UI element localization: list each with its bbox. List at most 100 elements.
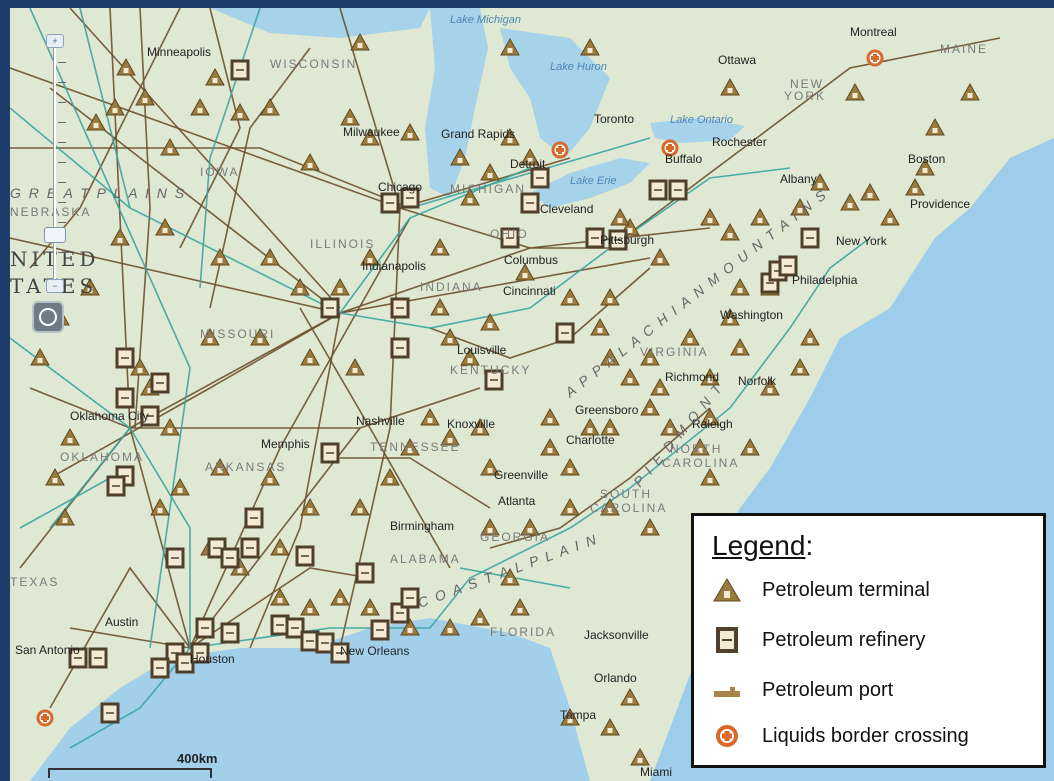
terminal-icon[interactable]: [880, 208, 900, 226]
full-extent-globe-icon[interactable]: [32, 301, 64, 333]
refinery-icon[interactable]: [380, 192, 400, 214]
terminal-icon[interactable]: [925, 118, 945, 136]
terminal-icon[interactable]: [580, 38, 600, 56]
zoom-slider[interactable]: + −: [32, 22, 84, 352]
border-crossing-icon[interactable]: [551, 141, 569, 159]
terminal-icon[interactable]: [230, 103, 250, 121]
terminal-icon[interactable]: [260, 248, 280, 266]
refinery-icon[interactable]: [355, 562, 375, 584]
terminal-icon[interactable]: [110, 228, 130, 246]
terminal-icon[interactable]: [350, 33, 370, 51]
terminal-icon[interactable]: [345, 358, 365, 376]
refinery-icon[interactable]: [370, 619, 390, 641]
refinery-icon[interactable]: [244, 507, 264, 529]
terminal-icon[interactable]: [700, 468, 720, 486]
refinery-icon[interactable]: [240, 537, 260, 559]
terminal-icon[interactable]: [845, 83, 865, 101]
refinery-icon[interactable]: [115, 347, 135, 369]
terminal-icon[interactable]: [350, 498, 370, 516]
border-crossing-icon[interactable]: [36, 709, 54, 727]
refinery-icon[interactable]: [668, 179, 688, 201]
terminal-icon[interactable]: [480, 313, 500, 331]
terminal-icon[interactable]: [300, 598, 320, 616]
terminal-icon[interactable]: [720, 78, 740, 96]
terminal-icon[interactable]: [430, 238, 450, 256]
refinery-icon[interactable]: [800, 227, 820, 249]
terminal-icon[interactable]: [680, 328, 700, 346]
terminal-icon[interactable]: [560, 458, 580, 476]
refinery-icon[interactable]: [320, 442, 340, 464]
zoom-out-button[interactable]: −: [46, 279, 64, 293]
refinery-icon[interactable]: [530, 167, 550, 189]
terminal-icon[interactable]: [750, 208, 770, 226]
terminal-icon[interactable]: [190, 98, 210, 116]
refinery-icon[interactable]: [100, 702, 120, 724]
terminal-icon[interactable]: [480, 163, 500, 181]
terminal-icon[interactable]: [860, 183, 880, 201]
terminal-icon[interactable]: [960, 83, 980, 101]
terminal-icon[interactable]: [600, 718, 620, 736]
terminal-icon[interactable]: [86, 113, 106, 131]
refinery-icon[interactable]: [220, 622, 240, 644]
terminal-icon[interactable]: [300, 153, 320, 171]
terminal-icon[interactable]: [650, 248, 670, 266]
refinery-icon[interactable]: [555, 322, 575, 344]
terminal-icon[interactable]: [340, 108, 360, 126]
refinery-icon[interactable]: [106, 475, 126, 497]
border-crossing-icon[interactable]: [866, 49, 884, 67]
terminal-icon[interactable]: [470, 608, 490, 626]
terminal-icon[interactable]: [510, 598, 530, 616]
terminal-icon[interactable]: [640, 398, 660, 416]
terminal-icon[interactable]: [155, 218, 175, 236]
terminal-icon[interactable]: [700, 208, 720, 226]
terminal-icon[interactable]: [720, 223, 740, 241]
zoom-track[interactable]: [53, 40, 56, 285]
refinery-icon[interactable]: [150, 372, 170, 394]
refinery-icon[interactable]: [165, 547, 185, 569]
terminal-icon[interactable]: [790, 358, 810, 376]
terminal-icon[interactable]: [740, 438, 760, 456]
terminal-icon[interactable]: [730, 338, 750, 356]
terminal-icon[interactable]: [430, 298, 450, 316]
terminal-icon[interactable]: [800, 328, 820, 346]
zoom-thumb[interactable]: [44, 227, 66, 243]
terminal-icon[interactable]: [560, 498, 580, 516]
terminal-icon[interactable]: [260, 98, 280, 116]
terminal-icon[interactable]: [630, 748, 650, 766]
terminal-icon[interactable]: [105, 98, 125, 116]
terminal-icon[interactable]: [160, 418, 180, 436]
terminal-icon[interactable]: [360, 598, 380, 616]
terminal-icon[interactable]: [300, 348, 320, 366]
terminal-icon[interactable]: [270, 538, 290, 556]
terminal-icon[interactable]: [150, 498, 170, 516]
terminal-icon[interactable]: [540, 438, 560, 456]
refinery-icon[interactable]: [115, 387, 135, 409]
terminal-icon[interactable]: [116, 58, 136, 76]
terminal-icon[interactable]: [380, 468, 400, 486]
refinery-icon[interactable]: [150, 657, 170, 679]
terminal-icon[interactable]: [160, 138, 180, 156]
terminal-icon[interactable]: [620, 368, 640, 386]
refinery-icon[interactable]: [195, 617, 215, 639]
terminal-icon[interactable]: [610, 208, 630, 226]
terminal-icon[interactable]: [330, 588, 350, 606]
terminal-icon[interactable]: [540, 408, 560, 426]
terminal-icon[interactable]: [905, 178, 925, 196]
terminal-icon[interactable]: [590, 318, 610, 336]
terminal-icon[interactable]: [205, 68, 225, 86]
refinery-icon[interactable]: [88, 647, 108, 669]
refinery-icon[interactable]: [320, 297, 340, 319]
terminal-icon[interactable]: [730, 278, 750, 296]
terminal-icon[interactable]: [560, 288, 580, 306]
terminal-icon[interactable]: [840, 193, 860, 211]
zoom-in-button[interactable]: +: [46, 34, 64, 48]
refinery-icon[interactable]: [390, 297, 410, 319]
refinery-icon[interactable]: [230, 59, 250, 81]
terminal-icon[interactable]: [640, 518, 660, 536]
refinery-icon[interactable]: [520, 192, 540, 214]
terminal-icon[interactable]: [330, 278, 350, 296]
terminal-icon[interactable]: [420, 408, 440, 426]
refinery-icon[interactable]: [220, 547, 240, 569]
terminal-icon[interactable]: [60, 428, 80, 446]
